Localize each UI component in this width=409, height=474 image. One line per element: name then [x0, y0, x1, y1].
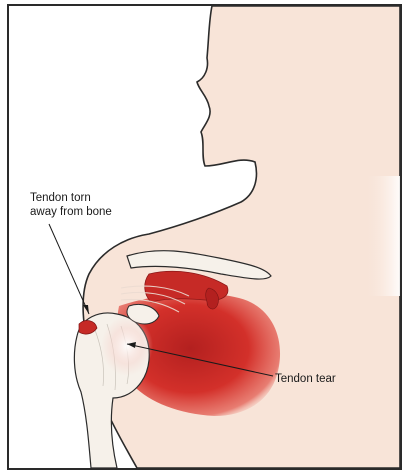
label-tendon-torn-line1: Tendon torn: [30, 191, 91, 205]
shoulder-illustration: [9, 6, 400, 468]
tear-highlight: [101, 316, 153, 376]
pointer-torn-tendon: [49, 224, 89, 314]
illustration-frame: Tendon torn away from bone Tendon tear: [7, 4, 402, 470]
label-tendon-torn-line2: away from bone: [30, 205, 112, 219]
label-tendon-tear: Tendon tear: [275, 372, 336, 386]
